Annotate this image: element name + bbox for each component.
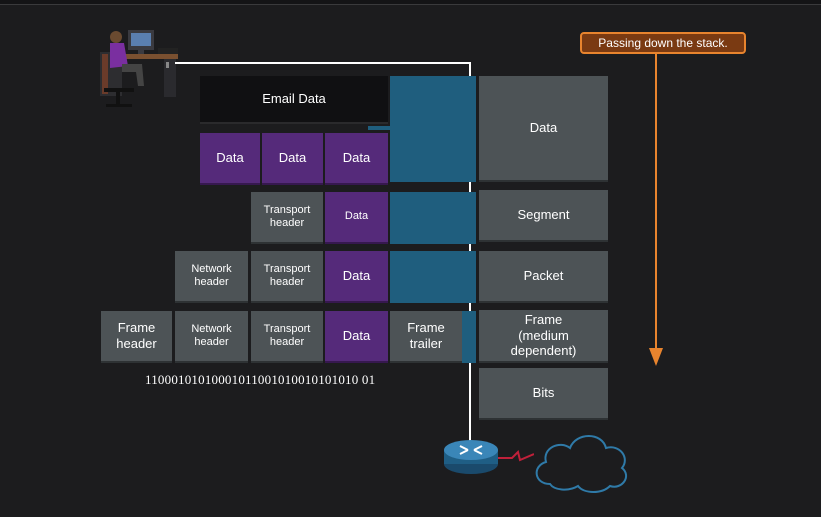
stack-band-3 <box>390 251 476 303</box>
email-data-block: Email Data <box>200 76 388 124</box>
transport-header-block: Transport header <box>251 192 323 244</box>
data-block: Data <box>200 133 260 185</box>
transport-header-block: Transport header <box>251 251 323 303</box>
bits-stream: 11000101010001011001010010101010 01 <box>145 372 376 387</box>
passing-down-callout: Passing down the stack. <box>580 32 746 54</box>
router-icon <box>444 440 498 474</box>
data-block: Data <box>325 251 388 303</box>
transport-header-block: Transport header <box>251 311 323 363</box>
pdu-label-frame: Frame (medium dependent) <box>479 310 608 363</box>
data-block: Data <box>325 311 388 363</box>
stack-band-connector <box>368 126 392 130</box>
data-block: Data <box>325 133 388 185</box>
stack-band-4 <box>462 311 476 363</box>
network-header-block: Network header <box>175 311 248 363</box>
pdu-label-bits: Bits <box>479 368 608 420</box>
serial-link-icon <box>498 450 534 462</box>
pdu-label-data: Data <box>479 76 608 182</box>
network-cable-horizontal <box>175 62 471 64</box>
data-block: Data <box>325 192 388 244</box>
pdu-label-packet: Packet <box>479 251 608 303</box>
stack-band-2 <box>390 192 476 244</box>
cloud-icon <box>535 435 628 493</box>
user-at-computer-icon <box>100 30 178 107</box>
down-arrow-icon <box>649 52 663 366</box>
data-block: Data <box>262 133 323 185</box>
top-border <box>0 0 821 5</box>
frame-trailer-block: Frame trailer <box>390 311 462 363</box>
pdu-label-segment: Segment <box>479 190 608 242</box>
frame-header-block: Frame header <box>101 311 172 363</box>
stack-band-1 <box>390 76 476 182</box>
network-header-block: Network header <box>175 251 248 303</box>
